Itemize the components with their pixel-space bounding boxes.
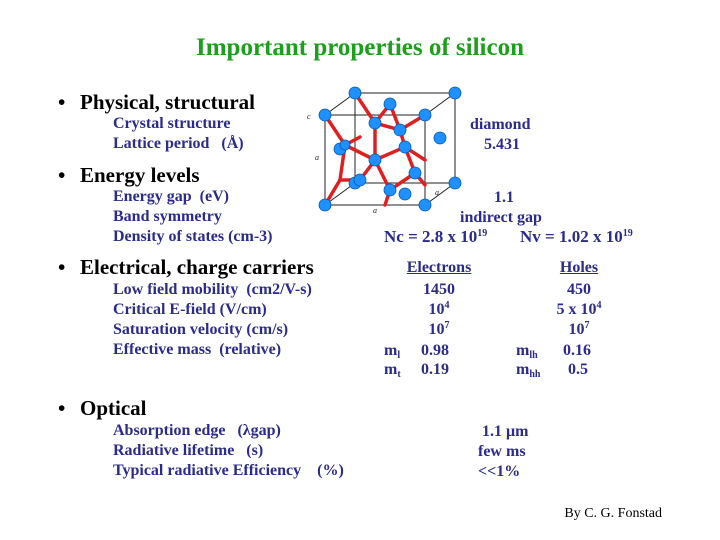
value-lattice-period: 5.431	[484, 136, 520, 153]
row-effective-mass: Effective mass (relative)	[113, 341, 282, 358]
axis-label-c: c	[307, 112, 311, 121]
section-energy: • Energy levels	[58, 163, 200, 188]
row-band-symmetry: Band symmetry	[113, 208, 222, 225]
mobility-electrons: 1450	[423, 281, 455, 298]
mass-ml: ml	[384, 342, 401, 361]
author-credit: By C. G. Fonstad	[564, 506, 662, 521]
row-radiative-efficiency: Typical radiative Efficiency (%)	[113, 462, 344, 479]
page-title: Important properties of silicon	[196, 34, 524, 61]
field-holes: 5 x 104	[556, 300, 602, 318]
bullet-dot: •	[58, 90, 66, 114]
value-absorption-edge: 1.1 μm	[482, 423, 529, 440]
axis-labels: c a a a	[307, 112, 439, 215]
row-energy-gap: Energy gap (eV)	[113, 188, 229, 205]
row-absorption-edge: Absorption edge (λgap)	[113, 422, 281, 439]
value-crystal-structure: diamond	[470, 116, 531, 133]
section-electrical: • Electrical, charge carriers	[58, 255, 314, 280]
mass-ml-value: 0.98	[421, 342, 449, 359]
field-electrons: 104	[428, 300, 450, 318]
value-nv: Nv = 1.02 x 1019	[520, 227, 633, 246]
bullet-dot: •	[58, 396, 66, 420]
bullet-dot: •	[58, 163, 66, 187]
mass-mhh-value: 0.5	[568, 361, 588, 378]
row-crystal-structure: Crystal structure	[113, 115, 231, 132]
velocity-holes: 107	[568, 320, 590, 338]
value-energy-gap: 1.1	[494, 189, 514, 206]
column-holes: Holes	[559, 259, 599, 276]
diamond-crystal-diagram: c a a a	[307, 86, 462, 215]
velocity-electrons: 107	[428, 320, 450, 338]
bullet-dot: •	[58, 255, 66, 279]
section-heading: Electrical, charge carriers	[80, 255, 314, 279]
section-heading: Physical, structural	[80, 90, 255, 114]
section-heading: Optical	[80, 396, 147, 420]
mass-mt: mt	[384, 361, 401, 380]
section-physical: • Physical, structural	[58, 90, 255, 115]
value-radiative-efficiency: <<1%	[478, 463, 521, 480]
section-heading: Energy levels	[80, 163, 200, 187]
mass-mhh: mhh	[516, 361, 541, 380]
axis-label-a1: a	[315, 153, 319, 162]
section-optical: • Optical	[58, 396, 147, 421]
row-lattice-period: Lattice period (Å)	[113, 135, 244, 152]
value-radiative-lifetime: few ms	[478, 443, 526, 460]
axis-label-a3: a	[435, 188, 439, 197]
atoms	[318, 86, 462, 212]
row-mobility: Low field mobility (cm2/V-s)	[113, 281, 312, 298]
row-radiative-lifetime: Radiative lifetime (s)	[113, 442, 264, 459]
mass-mt-value: 0.19	[421, 361, 449, 378]
mass-mlh: mlh	[516, 342, 538, 361]
mass-mlh-value: 0.16	[563, 342, 591, 359]
axis-label-a2: a	[373, 206, 377, 215]
mobility-holes: 450	[567, 281, 591, 298]
row-density-of-states: Density of states (cm-3)	[113, 228, 273, 245]
row-critical-field: Critical E-field (V/cm)	[113, 301, 267, 318]
row-saturation-velocity: Saturation velocity (cm/s)	[113, 321, 289, 338]
value-nc: Nc = 2.8 x 1019	[384, 227, 488, 246]
column-electrons: Electrons	[406, 259, 472, 276]
value-band-symmetry: indirect gap	[460, 209, 542, 226]
